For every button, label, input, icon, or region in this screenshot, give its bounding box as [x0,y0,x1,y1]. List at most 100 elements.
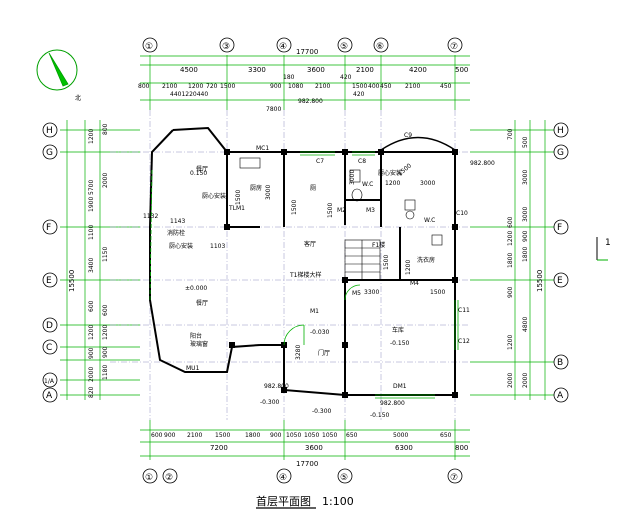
drawing-label: 1180 [102,365,109,380]
drawing-label: 1500 [220,83,235,90]
room-label: F1楼 [372,241,385,249]
left-dim-row2: 800 2000 1150 600 1200 900 1180 [102,123,109,380]
drawing-label: 3000 [522,170,529,185]
room-labels: 餐厅 厨房 厕 客厅 门厅 车库 洗衣房 W.C W.C 厨心安装 厨心安装 厨… [167,165,435,357]
room-label: 消防栓 [167,229,185,237]
opening-marks: MC1 C7 C8 C9 C10 C11 C12 M1 M2 M3 M4 M5 … [143,132,470,390]
drawing-label: ±0.000 [185,285,207,292]
drawing-label: M2 [337,207,346,214]
drawing-label: MC1 [256,145,269,152]
drawing-label: 1143 [170,218,185,225]
drawing-label: 1500 [291,200,298,215]
drawing-label: 900 [270,83,282,90]
drawing-label: -0.300 [312,408,332,415]
right-dimension-lines [470,120,555,400]
drawing-label: 820 [88,386,95,398]
drawing-label: 7800 [266,106,281,113]
drawing-label: 1132 [143,213,158,220]
drawing-label: M1 [310,308,319,315]
room-label: 餐厅 [196,165,208,173]
drawing-label: 1500 [327,203,334,218]
drawing-label: M3 [366,207,375,214]
drawing-label: 982.800 [470,160,495,167]
left-dim-row1: 1200 5700 1900 1100 3400 600 1200 900 20… [88,129,95,398]
left-grid-bubbles: H G F E D C 1/A A [42,122,58,403]
drawing-label: 1050 [304,432,319,439]
drawing-label: 900 [88,347,95,359]
drawing-label: 1500 [397,162,413,177]
top-dimension-lines [140,55,470,110]
drawing-label: E [46,276,52,286]
drawing-label: B [557,358,563,368]
bottom-dim-row1: 600 900 2100 1500 1800 900 1050 1050 105… [151,432,452,439]
drawing-label: C9 [404,132,412,139]
drawing-label: 600 [151,432,163,439]
drawing-label: 3400 [88,258,95,273]
drawing-label: 4800 [522,317,529,332]
bottom-dimension-lines [140,420,470,460]
drawing-label: G [46,148,53,158]
drawing-label: A [46,391,53,401]
drawing-label: 4500 [180,66,198,74]
drawing-label: ⑦ [450,42,458,52]
drawing-label: 1900 [88,197,95,212]
drawing-label: 600 [88,300,95,312]
drawing-label: 1500 [215,432,230,439]
drawing-label: 7200 [210,444,228,452]
drawing-label: C7 [316,158,324,165]
left-overall-dim: 15500 [68,270,76,292]
drawing-label: 1800 [245,432,260,439]
drawing-label: ⑦ [450,473,458,483]
drawing-label: 2100 [187,432,202,439]
drawing-label: 1500 [430,289,445,296]
room-label: 餐厅 [196,299,208,307]
drawing-label: -0.300 [260,399,280,406]
drawing-label: 1 [605,238,611,248]
drawing-label: 2000 [522,373,529,388]
room-label: 阳台 [190,332,202,340]
drawing-label: 650 [440,432,452,439]
drawing-label: ① [145,473,153,483]
bottom-dim-row2: 7200 3600 6300 800 [210,444,468,452]
drawing-label: ② [165,473,173,483]
elevation-marks: ±0.000 -0.030 -0.150 -0.150 -0.300 -0.30… [185,98,495,419]
drawing-label: 2100 [356,66,374,74]
drawing-label: 1150 [102,247,109,262]
drawing-label: 450 [380,83,392,90]
drawing-label: 800 [455,444,468,452]
drawing-label: 1500 [383,255,390,270]
drawing-label: C11 [458,307,470,314]
drawing-label: E [557,276,563,286]
drawing-label: 3600 [307,66,325,74]
drawing-label: ⑥ [376,42,384,52]
drawing-label: C12 [458,338,470,345]
drawing-label: 800 [138,83,150,90]
room-label: 门厅 [318,349,330,357]
drawing-label: ④ [279,42,287,52]
section-mark: 1 [596,237,611,261]
room-label: 厕 [310,185,316,192]
drawing-label: D [46,321,53,331]
drawing-label: 500 [522,136,529,148]
drawing-label: H [46,126,53,136]
drawing-label: 420 [340,74,352,81]
drawing-label: ③ [222,42,230,52]
drawing-label: 400 [368,83,380,90]
drawing-label: 1800 [507,253,514,268]
drawing-label: 1050 [322,432,337,439]
drawing-label: MU1 [186,365,200,372]
room-label: 厨房 [250,184,262,192]
drawing-label: M4 [410,280,419,287]
room-label: 厨心安装 [169,242,193,250]
stair [344,239,381,281]
drawing-label: 1500 [235,190,242,205]
room-label: W.C [362,181,373,188]
drawing-label: 1100 [88,225,95,240]
drawing-label: ④ [279,473,287,483]
drawing-label: 900 [522,230,529,242]
drawing-label: -0.150 [370,412,390,419]
drawing-label: 3000 [265,185,272,200]
drawing-label: 982.800 [264,383,289,390]
room-label: 洗衣房 [417,256,435,264]
